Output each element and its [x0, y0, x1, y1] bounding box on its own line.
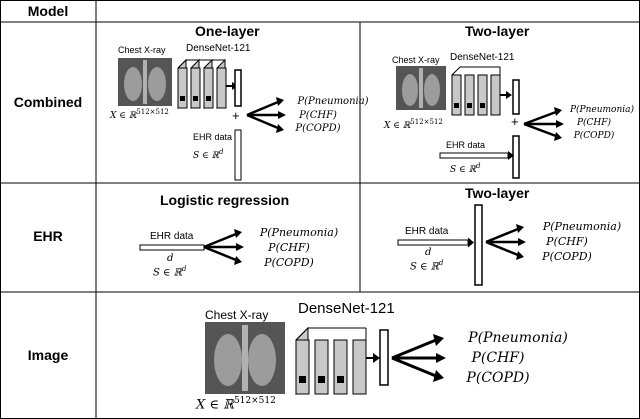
- lock-icon: [299, 376, 344, 383]
- output-chf: P(CHF): [576, 118, 612, 128]
- output-copd: P(COPD): [466, 370, 530, 386]
- output-pneumonia: P(Pneumonia): [542, 220, 622, 233]
- output-copd: P(COPD): [295, 123, 341, 134]
- output-chf: P(CHF): [299, 110, 337, 121]
- x-dim-label: X ∈ ℝ512×512: [110, 108, 169, 121]
- output-pneumonia: P(Pneumonia): [259, 226, 339, 239]
- output-chf: P(CHF): [546, 235, 588, 248]
- output-pneumonia: P(Pneumonia): [297, 96, 369, 107]
- ehr-input-bar: [397, 239, 469, 246]
- s-dim-label: S ∈ ℝd: [450, 162, 481, 175]
- output-copd: P(COPD): [264, 256, 314, 269]
- densenet-block: [295, 326, 367, 396]
- s-dim-label: S ∈ ℝd: [193, 148, 224, 161]
- fc-layer-ehr: [512, 135, 520, 179]
- section-title-two-layer-combined: Two-layer: [465, 23, 530, 39]
- fc-layer: [474, 204, 483, 286]
- densenet-block: [177, 58, 227, 110]
- output-pneumonia: P(Pneumonia): [468, 330, 568, 346]
- row-label-image: Image: [27, 347, 69, 363]
- image-diagram: [205, 322, 446, 396]
- x-dim-label: X ∈ ℝ512×512: [196, 396, 276, 413]
- ehr-bar: [234, 129, 242, 181]
- section-title-two-layer-ehr: Two-layer: [465, 185, 530, 201]
- combined-one-layer-diagram: [118, 58, 286, 181]
- densenet-label: DenseNet-121: [298, 300, 395, 317]
- output-copd: P(COPD): [573, 131, 615, 141]
- densenet-label: DenseNet-121: [450, 52, 515, 63]
- plus-sign: +: [232, 108, 240, 123]
- chest-xray-label: Chest X-ray: [205, 308, 269, 322]
- fc-layer: [379, 329, 389, 386]
- ehr-data-label: EHR data: [193, 132, 233, 142]
- ehr-data-label: EHR data: [446, 140, 486, 150]
- header-model: Model: [27, 3, 69, 19]
- fc-layer: [234, 69, 242, 107]
- plus-sign: +: [511, 114, 519, 129]
- ehr-input-bar: [139, 244, 205, 251]
- row-label-ehr: EHR: [33, 228, 63, 244]
- s-dim-label: S ∈ ℝd: [410, 259, 444, 273]
- ehr-two-layer-diagram: [397, 204, 526, 286]
- ehr-data-label: EHR data: [150, 231, 194, 242]
- ehr-input-bar: [439, 152, 509, 159]
- output-copd: P(COPD): [542, 250, 592, 263]
- lock-icon: [454, 103, 485, 108]
- lock-icon: [180, 96, 211, 101]
- densenet-block: [451, 66, 501, 116]
- combined-two-layer-diagram: [396, 66, 564, 179]
- row-label-combined: Combined: [13, 94, 83, 110]
- densenet-label: DenseNet-121: [186, 43, 251, 54]
- chest-xray-label: Chest X-ray: [118, 45, 166, 55]
- s-dim-label: S ∈ ℝd: [153, 265, 187, 279]
- output-chf: P(CHF): [471, 350, 525, 366]
- output-chf: P(CHF): [268, 241, 310, 254]
- d-label: d: [425, 247, 432, 258]
- x-dim-label: X ∈ ℝ512×512: [384, 118, 443, 131]
- section-title-one-layer: One-layer: [195, 23, 260, 39]
- d-label: d: [167, 253, 174, 264]
- ehr-logistic-diagram: [139, 229, 244, 265]
- ehr-data-label: EHR data: [405, 226, 449, 237]
- section-title-logistic: Logistic regression: [160, 192, 290, 208]
- fc-layer: [512, 79, 520, 115]
- output-pneumonia: P(Pneumonia): [569, 105, 635, 115]
- chest-xray-label: Chest X-ray: [392, 55, 440, 65]
